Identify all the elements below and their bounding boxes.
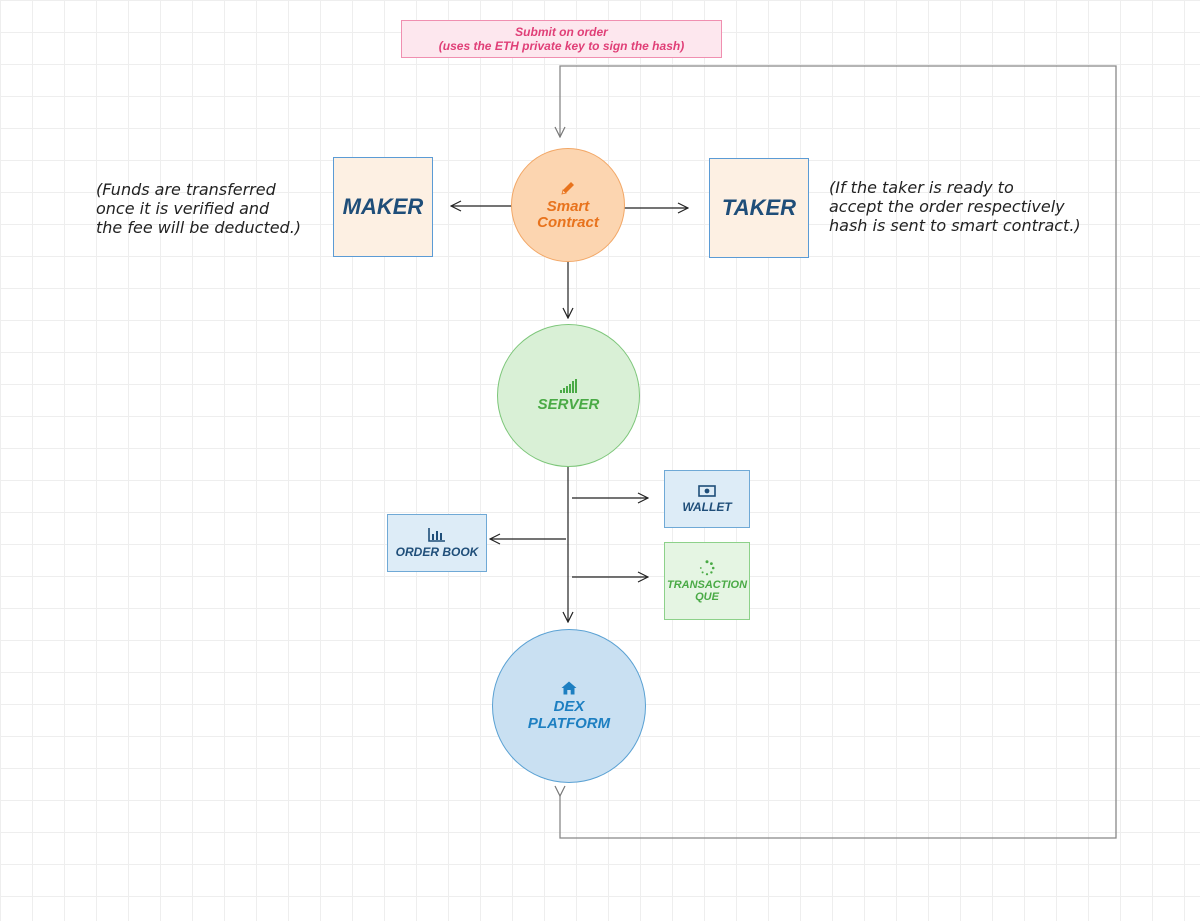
maker-note-line3: the fee will be deducted.) (96, 218, 302, 237)
taker-node: TAKER (709, 158, 809, 258)
dex-platform-label-line2: PLATFORM (527, 714, 611, 732)
submit-order-note: Submit on order (uses the ETH private ke… (401, 20, 722, 58)
dex-platform-label-line1: DEX (553, 697, 585, 715)
transaction-queue-label-line1: TRANSACTION (666, 578, 748, 591)
taker-note: (If the taker is ready to accept the ord… (829, 178, 1081, 235)
signal-bars-icon (559, 378, 577, 393)
server-node: SERVER (497, 324, 640, 467)
order-book-node: ORDER BOOK (387, 514, 487, 572)
transaction-queue-node: TRANSACTION QUE (664, 542, 750, 620)
dex-platform-node: DEX PLATFORM (492, 629, 646, 783)
money-icon (698, 484, 716, 497)
maker-label: MAKER (342, 194, 424, 219)
home-icon (561, 681, 577, 694)
bar-chart-icon (428, 527, 445, 542)
taker-note-line2: accept the order respectively (829, 197, 1065, 216)
maker-note: (Funds are transferred once it is verifi… (96, 180, 301, 237)
taker-label: TAKER (721, 195, 797, 220)
taker-note-line1: (If the taker is ready to (829, 178, 1014, 197)
transaction-queue-label-line2: QUE (695, 590, 719, 603)
maker-node: MAKER (333, 157, 433, 257)
maker-note-line2: once it is verified and (96, 199, 270, 218)
wallet-node: WALLET (664, 470, 750, 528)
submit-order-note-line2: (uses the ETH private key to sign the ha… (438, 39, 685, 53)
order-book-label: ORDER BOOK (395, 544, 479, 559)
submit-order-note-line1: Submit on order (515, 25, 608, 39)
smart-contract-label-line2: Contract (537, 213, 599, 231)
taker-note-line3: hash is sent to smart contract.) (829, 216, 1081, 235)
smart-contract-label-line1: Smart (546, 197, 590, 215)
smart-contract-node: Smart Contract (511, 148, 625, 262)
wallet-label: WALLET (682, 499, 732, 514)
spinner-icon (699, 559, 715, 575)
maker-note-line1: (Funds are transferred (96, 180, 276, 199)
pencil-icon (561, 181, 574, 195)
server-label: SERVER (537, 395, 600, 413)
